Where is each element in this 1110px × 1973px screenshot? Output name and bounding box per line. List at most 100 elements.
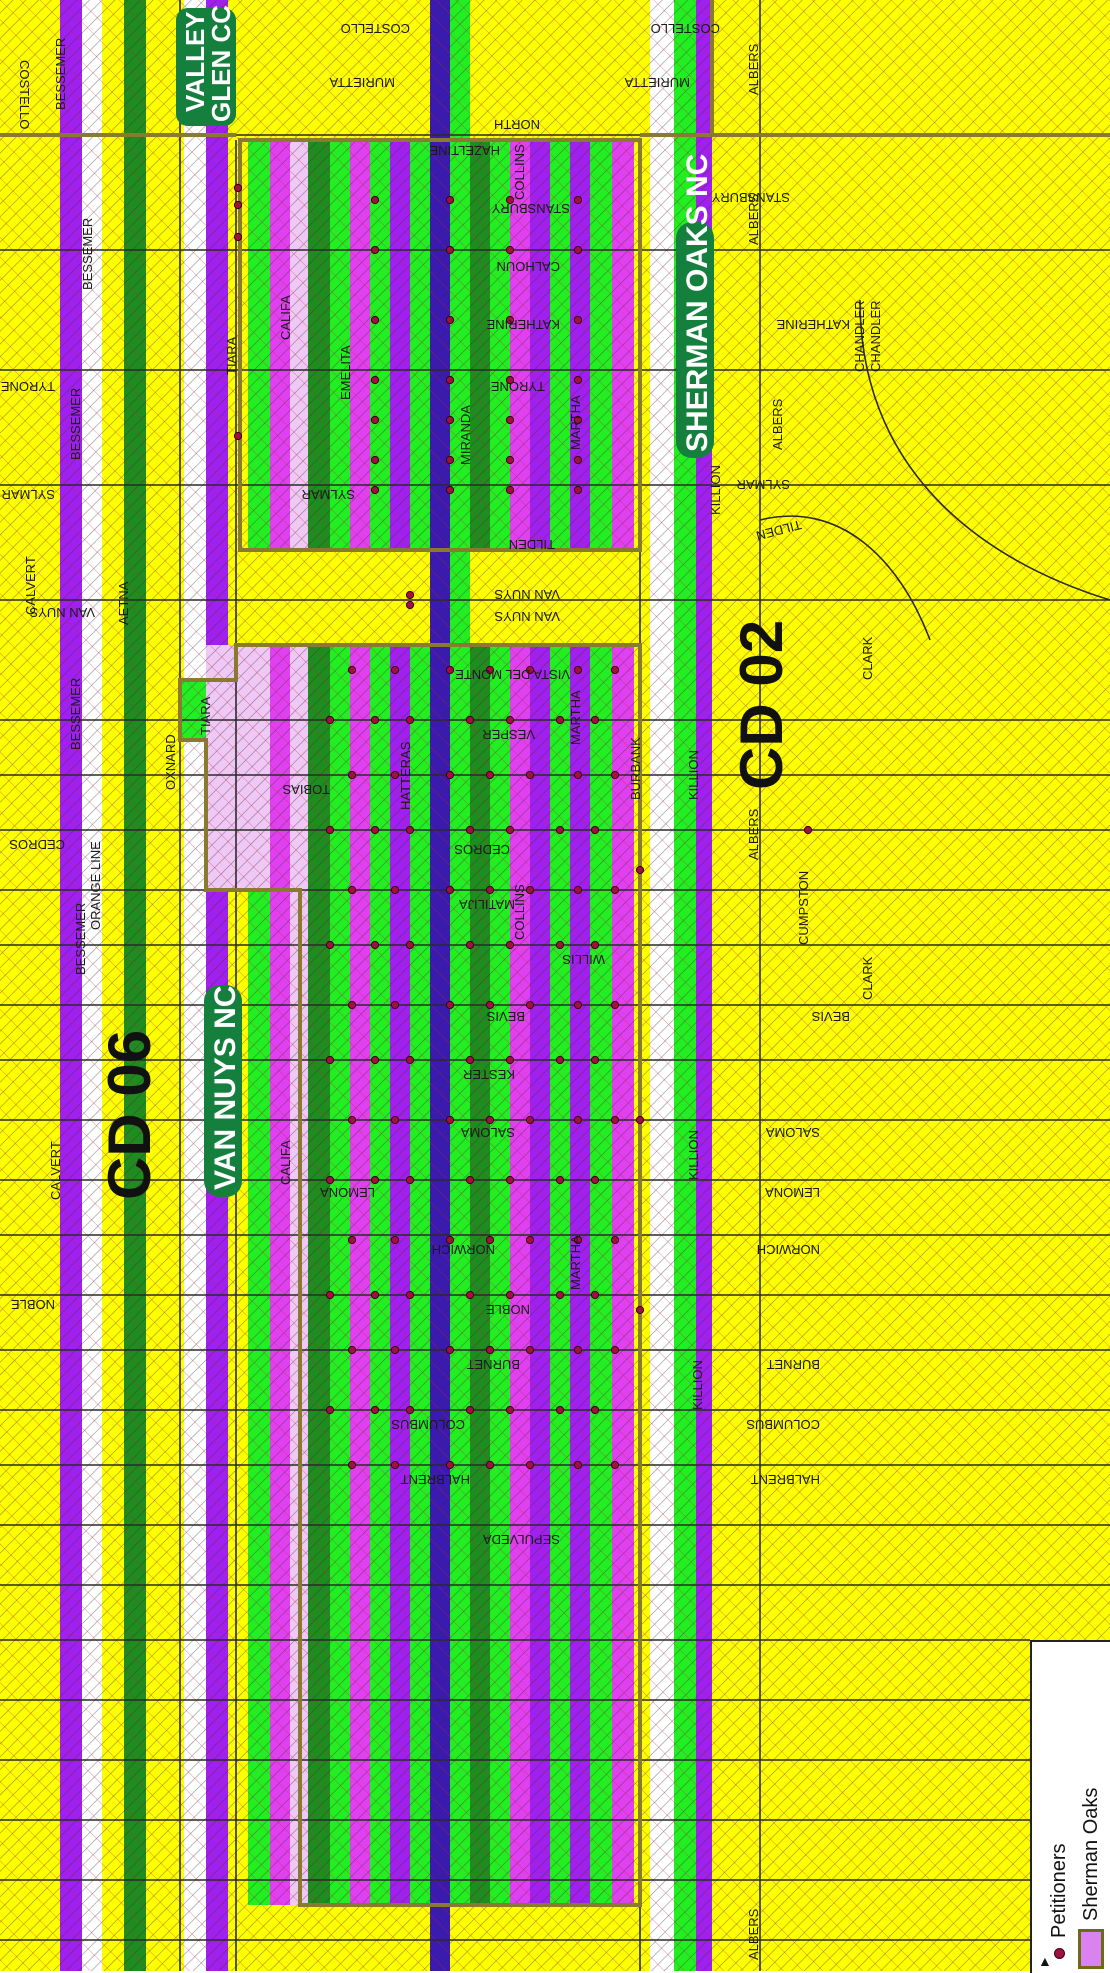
petitioner-dot	[234, 184, 241, 191]
street-tiara-1: TIARA	[224, 336, 239, 375]
petitioner-dot	[466, 941, 473, 948]
petitioner-dot	[446, 1116, 453, 1123]
petitioner-dot	[406, 1406, 413, 1413]
petitioner-dot	[556, 941, 563, 948]
street-calhoun: CALHOUN	[496, 259, 560, 274]
petitioner-dot	[556, 716, 563, 723]
petitioner-dot	[526, 1461, 533, 1468]
petitioner-dot	[326, 1176, 333, 1183]
nc-label-valleyglen-2: GLEN CC	[206, 5, 236, 122]
petitioner-dot	[506, 416, 513, 423]
street-bessemer-3: BESSEMER	[68, 388, 83, 460]
street-killion-3: KILLION	[686, 1130, 701, 1180]
petitioner-dot	[371, 196, 378, 203]
street-califa-1: CALIFA	[278, 295, 293, 340]
street-tyrone-2: TYRONE	[491, 379, 546, 394]
petitioner-dot	[466, 1291, 473, 1298]
petitioner-dot	[574, 1001, 581, 1008]
petitioner-dot	[371, 1406, 378, 1413]
street-califa-2: CALIFA	[278, 1140, 293, 1185]
petitioner-dot	[486, 886, 493, 893]
petitioner-dot	[446, 456, 453, 463]
street-noble-2: NOBLE	[486, 1302, 530, 1317]
street-costello-3: COSTELLO	[651, 21, 720, 36]
petitioner-dot	[506, 826, 513, 833]
street-matilija: MATILIJA	[459, 897, 515, 912]
petitioner-dot	[506, 716, 513, 723]
petitioner-dot	[574, 771, 581, 778]
street-hazeltine: HAZELTINE	[429, 143, 500, 158]
street-orangeline: ORANGE LINE	[88, 841, 103, 930]
petitioner-dot	[348, 1236, 355, 1243]
street-katherine-1: KATHERINE	[486, 317, 560, 332]
street-killion-2: KILLION	[686, 750, 701, 800]
street-sylmar-1: SYLMAR	[2, 487, 55, 502]
petitioner-dot	[326, 1291, 333, 1298]
street-cedros-1: CEDROS	[9, 837, 65, 852]
petitioner-dot	[466, 1406, 473, 1413]
street-chandler-2: CHANDLER	[868, 300, 883, 372]
petitioner-dot	[526, 1116, 533, 1123]
petitioner-dot	[636, 866, 643, 873]
petitioner-dot	[348, 666, 355, 673]
petitioner-dot	[371, 486, 378, 493]
legend: Petitioners Sherman Oaks ▲	[1030, 1640, 1110, 1973]
petitioner-dot	[234, 432, 241, 439]
petitioner-dot	[574, 316, 581, 323]
petitioner-dot	[466, 716, 473, 723]
petitioner-dot	[611, 771, 618, 778]
petitioner-dot-icon	[1054, 1948, 1065, 1959]
petitioner-dot	[506, 941, 513, 948]
petitioner-dot	[326, 716, 333, 723]
district-label-cd02: CD 02	[728, 620, 795, 790]
street-saloma-2: SALOMA	[765, 1125, 820, 1140]
street-kester: KESTER	[463, 1067, 515, 1082]
petitioner-dot	[446, 1461, 453, 1468]
petitioner-dot	[506, 456, 513, 463]
street-burnet-1: BURNET	[466, 1357, 520, 1372]
petitioner-dot	[371, 941, 378, 948]
petitioner-dot	[446, 416, 453, 423]
petitioner-dot	[506, 1176, 513, 1183]
sherman-oaks-swatch-icon	[1078, 1929, 1104, 1969]
petitioner-dot	[556, 826, 563, 833]
petitioner-dot	[591, 1406, 598, 1413]
petitioner-dot	[591, 716, 598, 723]
street-halbrent-1: HALBRENT	[401, 1472, 470, 1487]
street-tobias: TOBIAS	[282, 782, 330, 797]
street-bevis-2: BEVIS	[811, 1009, 850, 1024]
petitioner-dot	[348, 886, 355, 893]
nc-label-shermanoaks: SHERMAN OAKS NC	[681, 154, 714, 452]
district-label-cd06: CD 06	[96, 1030, 163, 1200]
petitioner-dot	[406, 1056, 413, 1063]
petitioner-dot	[486, 1116, 493, 1123]
petitioner-dot	[371, 246, 378, 253]
petitioner-dot	[348, 1116, 355, 1123]
street-lemona-1: LEMONA	[320, 1185, 375, 1200]
petitioner-dot	[611, 1461, 618, 1468]
street-bevis-1: BEVIS	[486, 1009, 525, 1024]
petitioner-dot	[591, 1176, 598, 1183]
petitioner-dot	[556, 1291, 563, 1298]
petitioner-dot	[574, 1116, 581, 1123]
petitioner-dot	[556, 1056, 563, 1063]
petitioner-dot	[348, 1346, 355, 1353]
legend-sherman-oaks: Sherman Oaks	[1076, 1788, 1106, 1973]
street-norwich-1: NORWICH	[432, 1242, 495, 1257]
nc-label-vannuys: VAN NUYS NC	[209, 986, 242, 1190]
petitioner-dot	[611, 886, 618, 893]
legend-sherman-oaks-label: Sherman Oaks	[1080, 1788, 1103, 1921]
street-vannuys-1: VAN NUYS	[29, 605, 95, 620]
street-sylmar-3: SYLMAR	[737, 477, 790, 492]
petitioner-dot	[234, 233, 241, 240]
petitioner-dot	[406, 1176, 413, 1183]
petitioner-dot	[506, 1056, 513, 1063]
street-cedros-2: CEDROS	[454, 842, 510, 857]
street-sylmar-2: SYLMAR	[302, 487, 355, 502]
north-arrow-icon: ▲	[1038, 1953, 1052, 1969]
petitioner-dot	[348, 771, 355, 778]
petitioner-dot	[371, 1176, 378, 1183]
petitioner-dot	[526, 771, 533, 778]
petitioner-dot	[611, 1001, 618, 1008]
petitioner-dot	[446, 666, 453, 673]
